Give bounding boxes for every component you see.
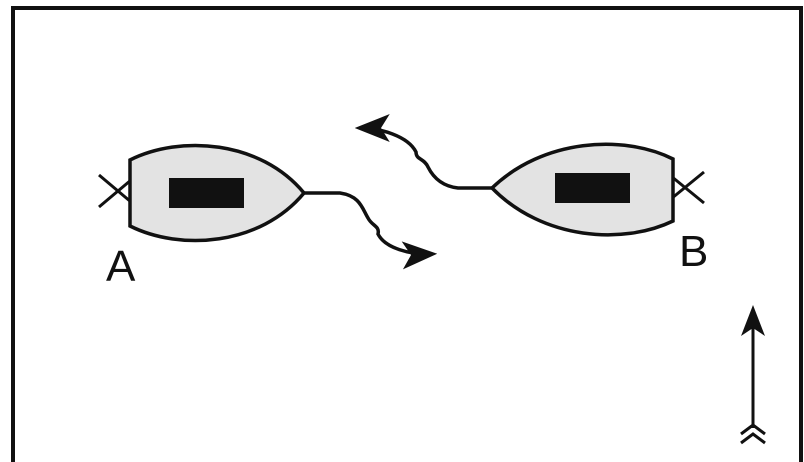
boat-a-cabin [169, 178, 244, 208]
boat-a: A [98, 143, 307, 291]
wind-arrow-fletching [740, 432, 766, 445]
boat-b-course-arrow [354, 114, 492, 190]
boat-b: B [489, 142, 708, 276]
wind-arrow-head [741, 305, 765, 336]
wind-direction-arrow [740, 305, 766, 445]
boat-a-label: A [106, 242, 136, 291]
wind-arrow-fletching [740, 423, 766, 436]
boat-b-label: B [679, 227, 708, 276]
diagram-frame [11, 6, 803, 462]
boat-b-cabin [555, 173, 630, 203]
boat-a-course-arrow [304, 191, 438, 270]
